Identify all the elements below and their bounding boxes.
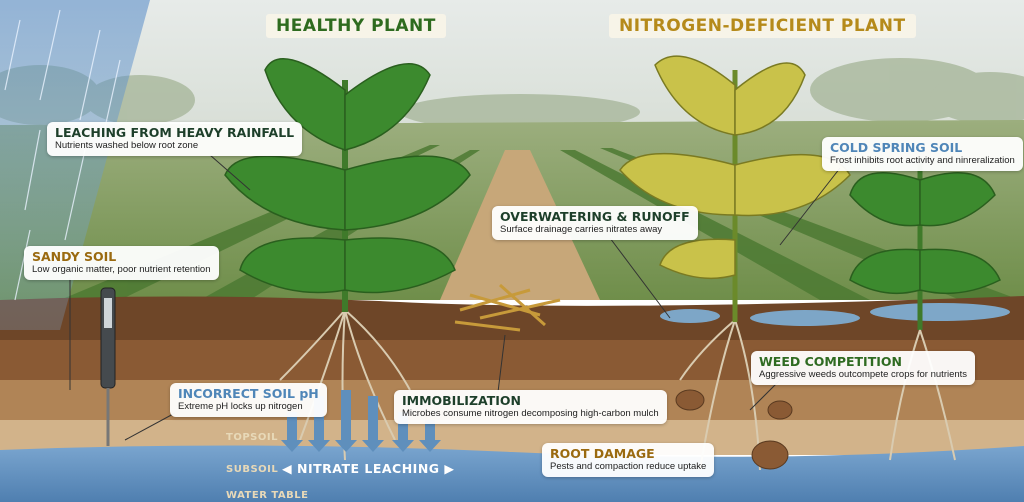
callout-weed-competition-heading: WEED COMPETITION (759, 354, 967, 369)
callout-overwatering-heading: OVERWATERING & RUNOFF (500, 209, 690, 224)
callout-overwatering-sub: Surface drainage carries nitrates away (500, 224, 690, 236)
callout-weed-competition: WEED COMPETITION Aggressive weeds outcom… (751, 351, 975, 385)
topsoil-label: TOPSOIL (226, 432, 278, 443)
callout-root-damage: ROOT DAMAGE Pests and compaction reduce … (542, 443, 714, 477)
callout-leaching-sub: Nutrients washed below root zone (55, 140, 294, 152)
callout-immobilization-heading: IMMOBILIZATION (402, 393, 659, 408)
callout-overwatering: OVERWATERING & RUNOFF Surface drainage c… (492, 206, 698, 240)
callout-soil-ph: INCORRECT SOIL pH Extreme pH locks up ni… (170, 383, 327, 417)
callout-immobilization: IMMOBILIZATION Microbes consume nitrogen… (394, 390, 667, 424)
callout-soil-ph-sub: Extreme pH locks up nitrogen (178, 401, 319, 413)
callout-leaching-heading: LEACHING FROM HEAVY RAINFALL (55, 125, 294, 140)
callout-root-damage-heading: ROOT DAMAGE (550, 446, 706, 461)
arrow-right-icon: ▶ (444, 461, 454, 476)
callout-cold-spring-soil: COLD SPRING SOIL Frost inhibits root act… (822, 137, 1023, 171)
callout-cold-spring-soil-heading: COLD SPRING SOIL (830, 140, 1015, 155)
callout-sandy-soil-sub: Low organic matter, poor nutrient retent… (32, 264, 211, 276)
arrow-left-icon: ◀ (282, 461, 292, 476)
subsoil-label: SUBSOIL (226, 464, 278, 475)
water-table-label: WATER TABLE (226, 490, 309, 501)
surface-soil (0, 296, 1024, 345)
healthy-plant-title: HEALTHY PLANT (266, 14, 446, 38)
callout-sandy-soil: SANDY SOIL Low organic matter, poor nutr… (24, 246, 219, 280)
callout-root-damage-sub: Pests and compaction reduce uptake (550, 461, 706, 473)
nitrate-leaching-text: NITRATE LEACHING (297, 461, 440, 476)
callout-leaching: LEACHING FROM HEAVY RAINFALL Nutrients w… (47, 122, 302, 156)
callout-immobilization-sub: Microbes consume nitrogen decomposing hi… (402, 408, 659, 420)
nitrate-leaching-label: ◀ NITRATE LEACHING ▶ (282, 461, 455, 476)
callout-soil-ph-heading: INCORRECT SOIL pH (178, 386, 319, 401)
deficient-plant-title: NITROGEN-DEFICIENT PLANT (609, 14, 916, 38)
callout-cold-spring-soil-sub: Frost inhibits root activity and ninrera… (830, 155, 1015, 167)
callout-sandy-soil-heading: SANDY SOIL (32, 249, 211, 264)
callout-weed-competition-sub: Aggressive weeds outcompete crops for nu… (759, 369, 967, 381)
